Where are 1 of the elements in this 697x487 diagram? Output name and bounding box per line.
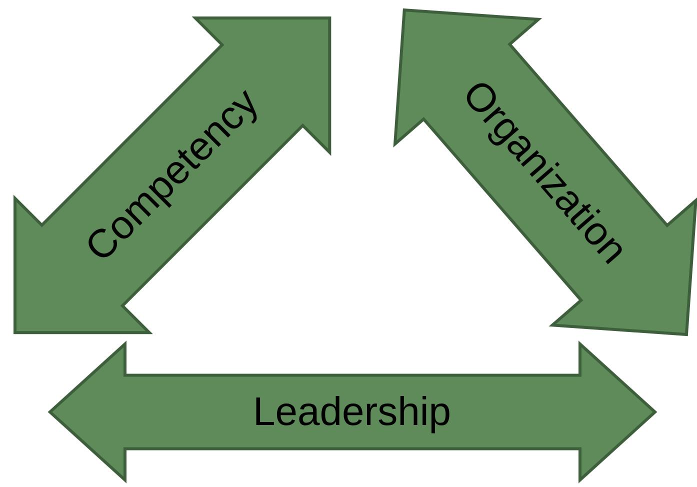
arrow-label: Leadership <box>253 392 451 432</box>
